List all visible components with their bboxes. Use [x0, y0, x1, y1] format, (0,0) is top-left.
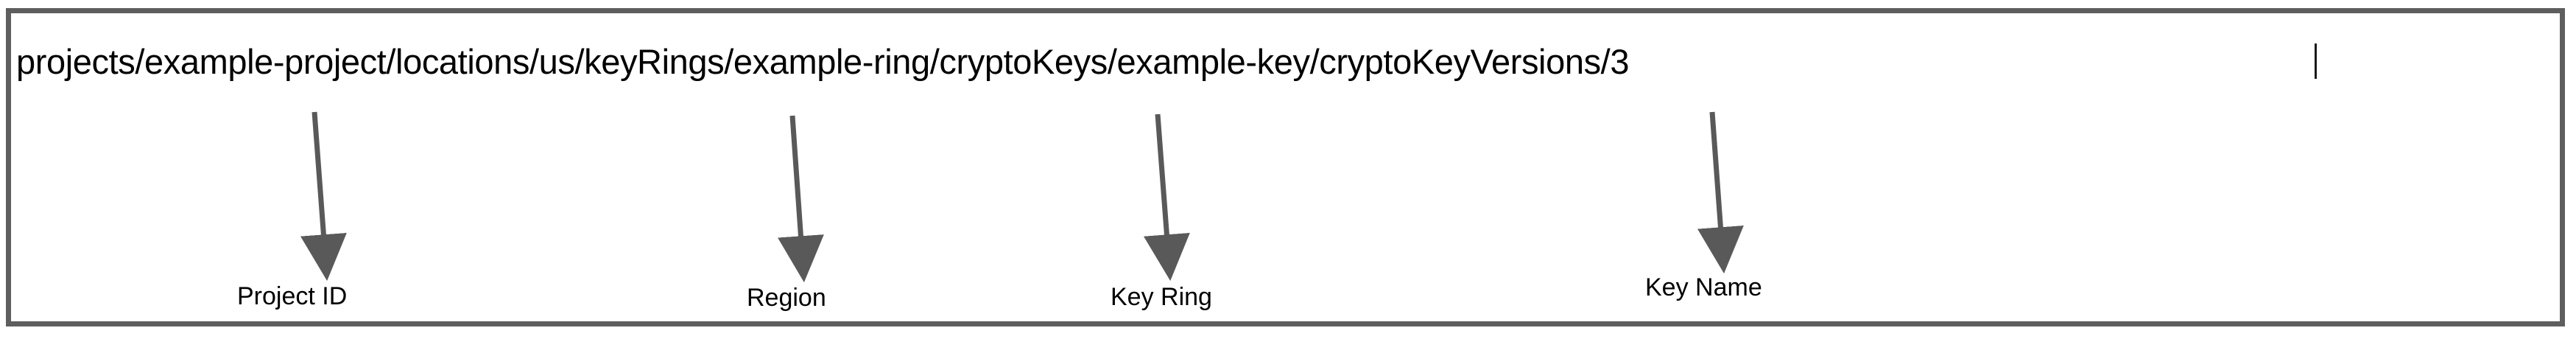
arrow-project-id	[300, 111, 347, 282]
text-caret	[2315, 43, 2317, 79]
arrow-region	[778, 115, 824, 283]
arrow-key-ring	[1144, 113, 1190, 282]
resource-path-frame	[6, 8, 2565, 326]
arrow-key-name	[1697, 111, 1744, 274]
callout-label-key-name: Key Name	[1645, 273, 1762, 301]
callout-label-project-id: Project ID	[237, 282, 348, 310]
callout-label-key-ring: Key Ring	[1111, 283, 1212, 311]
callout-label-region: Region	[747, 284, 826, 312]
resource-path-text[interactable]: projects/example-project/locations/us/ke…	[16, 42, 1630, 81]
